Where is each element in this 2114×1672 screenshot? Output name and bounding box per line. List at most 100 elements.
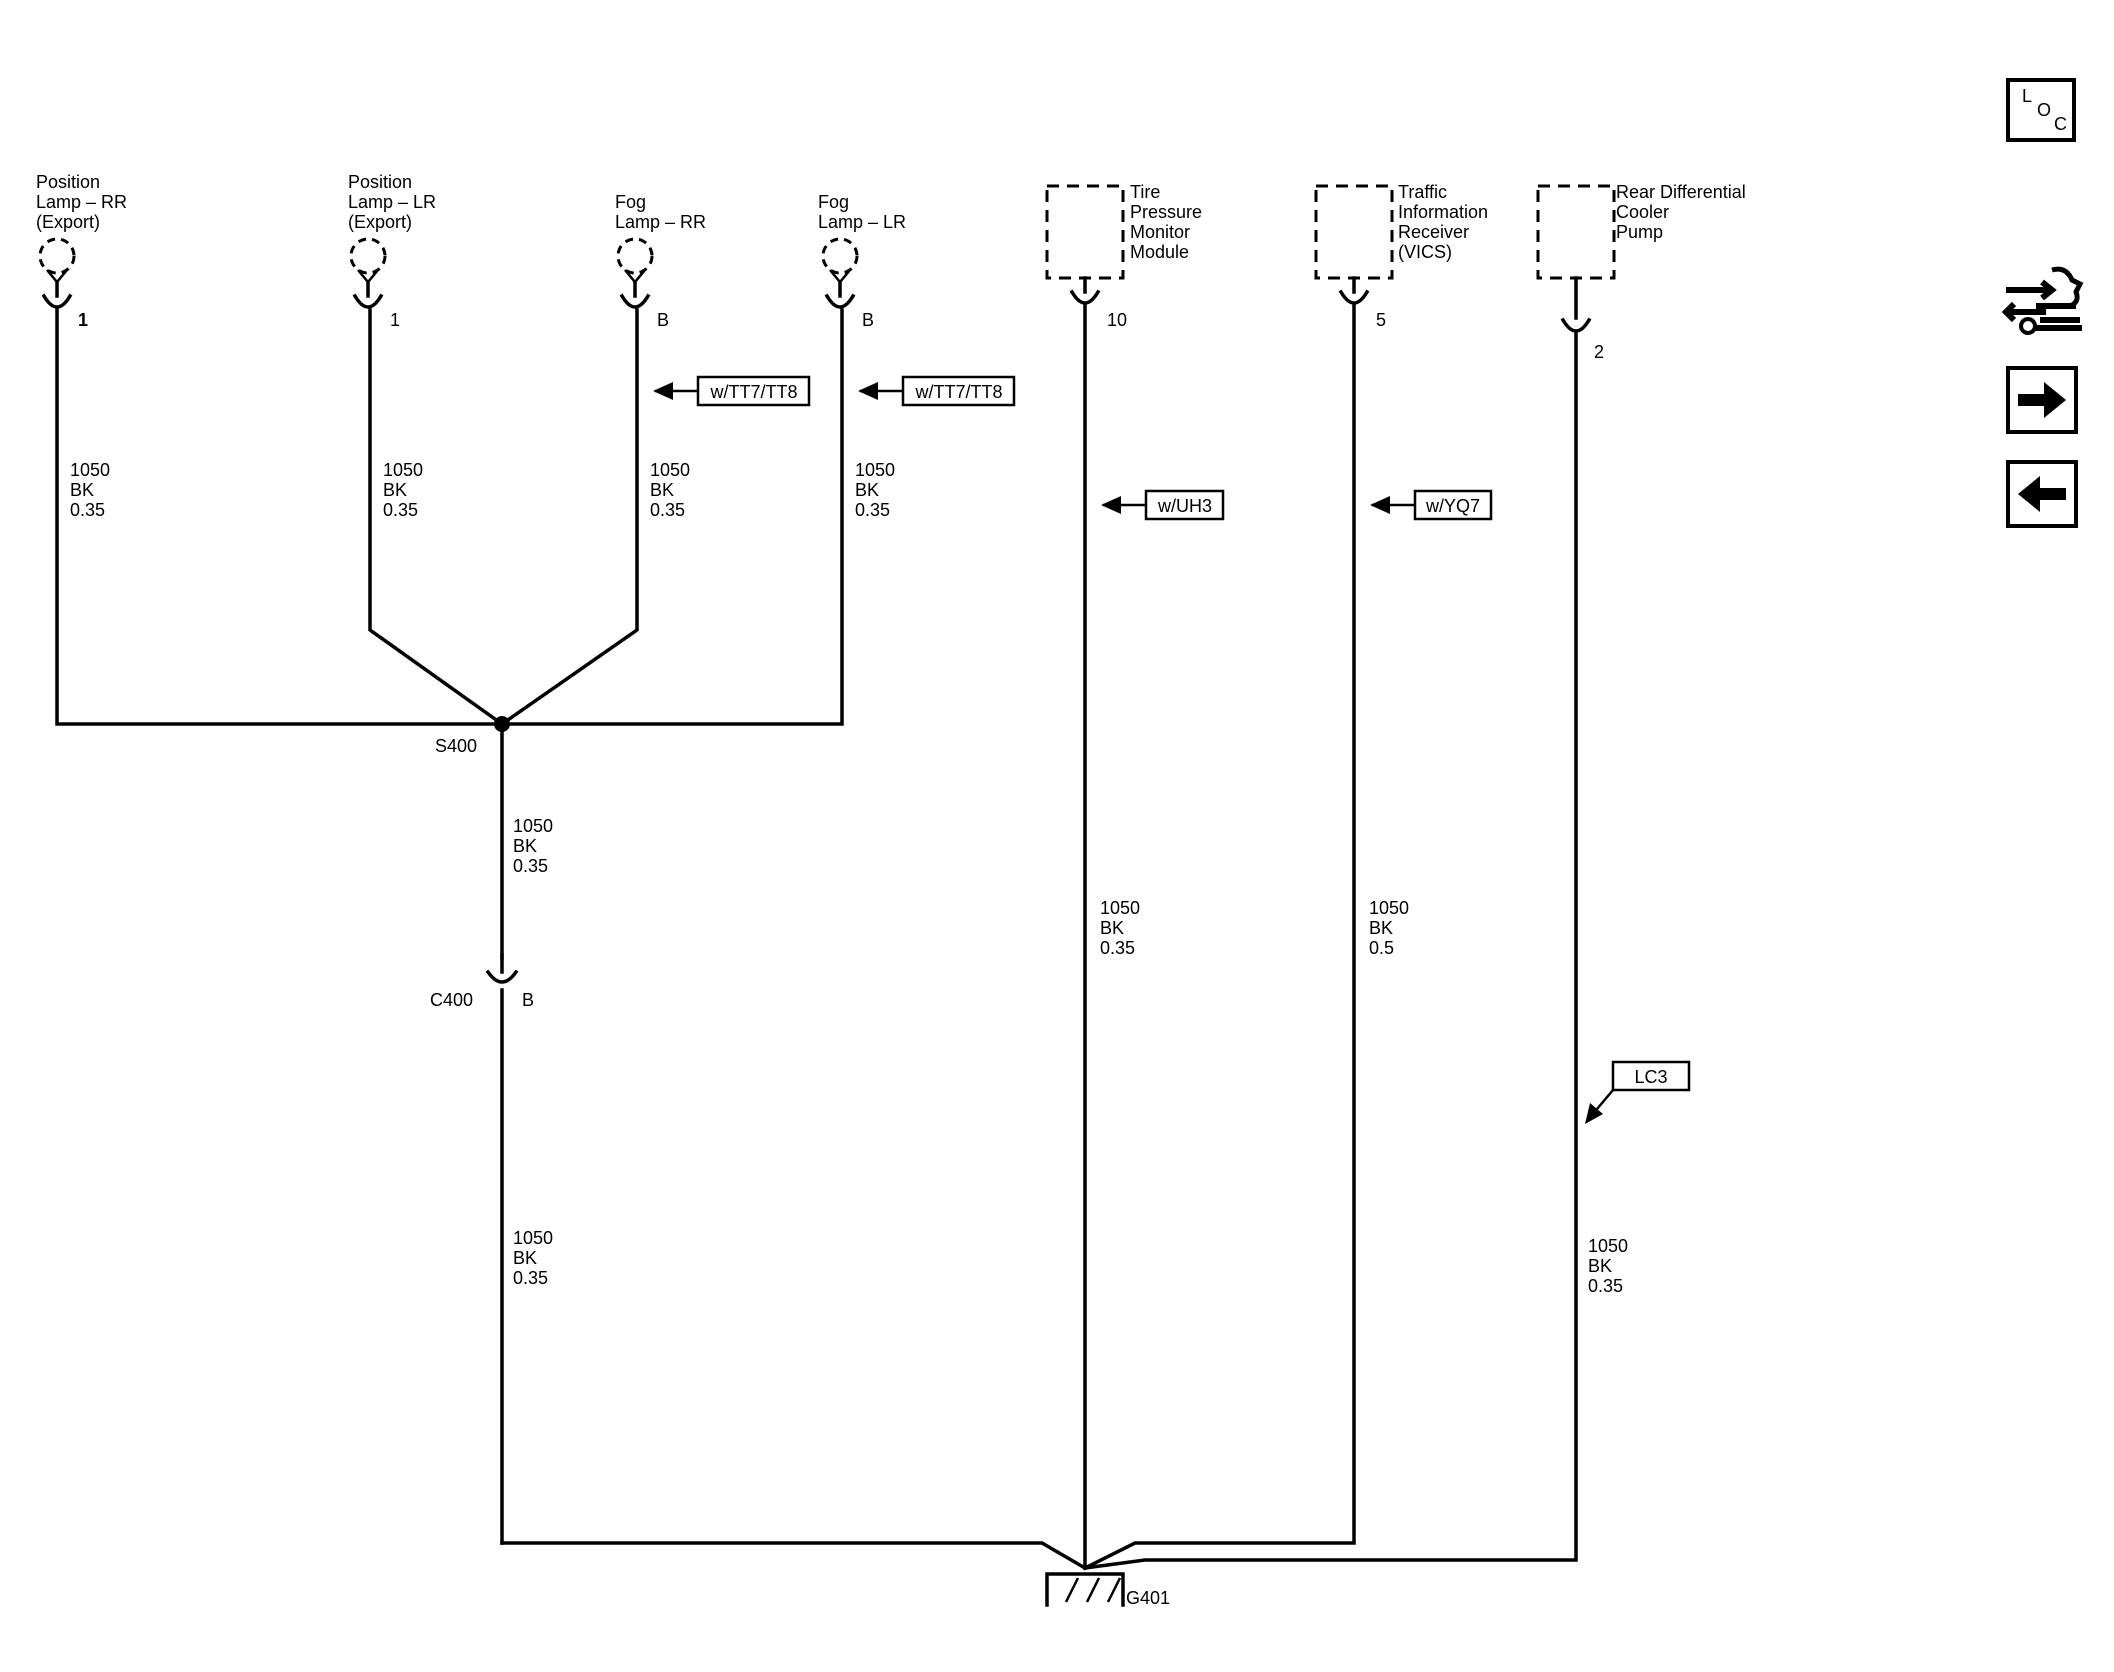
tpm-pin-connector [1069,289,1101,305]
svg-text:1050: 1050 [70,460,110,480]
svg-text:Fog: Fog [615,192,646,212]
svg-text:(Export): (Export) [348,212,412,232]
fog-lamp-lr-symbol [821,237,859,309]
svg-text:Lamp – LR: Lamp – LR [818,212,906,232]
svg-text:(Export): (Export) [36,212,100,232]
svg-text:(VICS): (VICS) [1398,242,1452,262]
pin-tpm: 10 [1107,310,1127,330]
svg-text:BK: BK [650,480,674,500]
svg-text:1050: 1050 [1100,898,1140,918]
pin-pos-rr: 1 [78,310,88,330]
ground-g401-label: G401 [1126,1588,1170,1608]
svg-text:BK: BK [513,836,537,856]
svg-text:Position: Position [36,172,100,192]
rear-diff-pump-box [1536,184,1616,280]
traffic-receiver-box [1314,184,1394,280]
svg-text:0.5: 0.5 [1369,938,1394,958]
svg-text:w/TT7/TT8: w/TT7/TT8 [709,382,797,402]
svg-text:Lamp – LR: Lamp – LR [348,192,436,212]
pin-tir: 5 [1376,310,1386,330]
svg-text:Pump: Pump [1616,222,1663,242]
rdc-pin-connector [1560,317,1592,333]
tire-pressure-monitor-module-label: Tire Pressure Monitor Module [1130,182,1202,262]
fog-lamp-rr-symbol [616,237,654,309]
next-page-button[interactable] [2006,366,2078,434]
pin-fog-rr: B [657,310,669,330]
svg-text:Monitor: Monitor [1130,222,1190,242]
fog-lamp-rr-label: Fog Lamp – RR [615,192,706,232]
svg-text:0.35: 0.35 [70,500,105,520]
svg-text:Module: Module [1130,242,1189,262]
ground-g401-symbol [1045,1572,1125,1607]
arrow-right-icon [2018,382,2066,418]
rear-differential-cooler-pump-label: Rear Differential Cooler Pump [1616,182,1746,242]
option-fog-rr: w/TT7/TT8 [653,375,811,407]
wire-label-fog-rr: 1050 BK 0.35 [650,460,690,520]
pin-pos-lr: 1 [390,310,400,330]
loc-letter-l: L [2022,86,2033,106]
svg-text:Information: Information [1398,202,1488,222]
svg-text:BK: BK [70,480,94,500]
svg-text:1050: 1050 [383,460,423,480]
option-fog-lr: w/TT7/TT8 [858,375,1016,407]
previous-page-button[interactable] [2006,460,2078,528]
svg-text:Tire: Tire [1130,182,1160,202]
connector-tool-button[interactable] [2000,262,2086,344]
wire-label-rdc: 1050 BK 0.35 [1588,1236,1628,1296]
svg-text:Lamp – RR: Lamp – RR [615,212,706,232]
wire-label-tir: 1050 BK 0.5 [1369,898,1409,958]
tir-pin-connector [1338,289,1370,305]
svg-text:Rear Differential: Rear Differential [1616,182,1746,202]
wires [55,304,1578,1571]
location-button[interactable]: L O C [2006,78,2076,142]
position-lamp-rr-symbol [38,237,76,309]
svg-text:0.35: 0.35 [513,856,548,876]
pin-c400: B [522,990,534,1010]
loc-letter-c: C [2054,114,2067,134]
wire-label-c400-g401: 1050 BK 0.35 [513,1228,553,1288]
svg-text:0.35: 0.35 [1588,1276,1623,1296]
svg-text:1050: 1050 [855,460,895,480]
svg-text:0.35: 0.35 [855,500,890,520]
fog-lamp-lr-label: Fog Lamp – LR [818,192,906,232]
tpm-module-box [1045,184,1125,280]
svg-text:LC3: LC3 [1634,1067,1667,1087]
connector-c400-label: C400 [430,990,473,1010]
splice-s400-dot [494,716,510,732]
connector-wrench-icon [2001,266,2084,335]
svg-text:BK: BK [383,480,407,500]
position-lamp-lr-symbol [349,237,387,309]
svg-text:1050: 1050 [513,816,553,836]
svg-text:BK: BK [1369,918,1393,938]
svg-text:0.35: 0.35 [1100,938,1135,958]
splice-s400-label: S400 [435,736,477,756]
wire-label-pos-lr: 1050 BK 0.35 [383,460,423,520]
loc-letter-o: O [2037,100,2052,120]
svg-text:1050: 1050 [650,460,690,480]
svg-text:0.35: 0.35 [383,500,418,520]
svg-text:1050: 1050 [1369,898,1409,918]
position-lamp-rr-label: Position Lamp – RR (Export) [36,172,127,232]
svg-text:0.35: 0.35 [513,1268,548,1288]
svg-text:BK: BK [1588,1256,1612,1276]
svg-text:Lamp – RR: Lamp – RR [36,192,127,212]
pin-fog-lr: B [862,310,874,330]
svg-text:Cooler: Cooler [1616,202,1669,222]
svg-text:w/TT7/TT8: w/TT7/TT8 [914,382,1002,402]
svg-text:BK: BK [1100,918,1124,938]
svg-text:Receiver: Receiver [1398,222,1469,242]
svg-text:0.35: 0.35 [650,500,685,520]
svg-text:Traffic: Traffic [1398,182,1447,202]
option-rdc: LC3 [1585,1060,1691,1124]
position-lamp-lr-label: Position Lamp – LR (Export) [348,172,436,232]
svg-text:w/UH3: w/UH3 [1157,496,1212,516]
svg-text:w/YQ7: w/YQ7 [1425,496,1480,516]
wire-label-tpm: 1050 BK 0.35 [1100,898,1140,958]
svg-text:1050: 1050 [513,1228,553,1248]
traffic-information-receiver-label: Traffic Information Receiver (VICS) [1398,182,1488,262]
svg-text:Fog: Fog [818,192,849,212]
svg-text:BK: BK [513,1248,537,1268]
svg-text:Position: Position [348,172,412,192]
arrow-left-icon [2018,476,2066,512]
